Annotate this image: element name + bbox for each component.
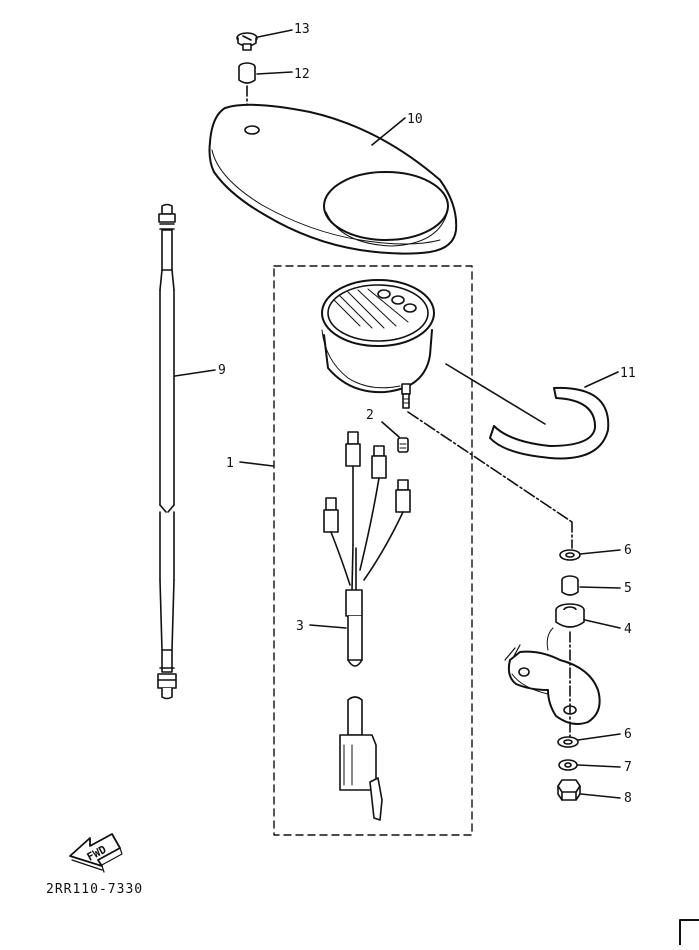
leader-6a xyxy=(579,549,621,555)
callout-10: 10 xyxy=(407,112,423,127)
callout-6-bottom: 6 xyxy=(624,727,632,742)
part-12-collar xyxy=(238,62,256,84)
callout-2: 2 xyxy=(366,408,374,423)
part-5-collar xyxy=(561,575,579,596)
fwd-arrow-icon: FWD xyxy=(69,833,123,873)
part-10-cover-plate xyxy=(208,103,458,255)
part-3-wire-harness xyxy=(323,431,411,821)
leader-11-dash xyxy=(445,363,546,425)
callout-5: 5 xyxy=(624,581,632,596)
callout-11: 11 xyxy=(620,366,636,381)
bracket xyxy=(504,627,601,725)
leader-6b xyxy=(577,733,621,741)
leader-9 xyxy=(174,369,216,377)
leader-1 xyxy=(239,461,274,467)
part-9-cable xyxy=(157,203,177,700)
leader-5 xyxy=(579,586,621,589)
leader-3 xyxy=(309,624,347,629)
callout-1: 1 xyxy=(226,456,234,471)
leader-4 xyxy=(584,619,621,629)
assembly-1-boundary xyxy=(273,265,473,836)
leader-7 xyxy=(577,764,621,768)
meter-assembly xyxy=(321,279,435,409)
centerline-stud xyxy=(407,411,573,523)
part-7-lock-washer xyxy=(558,759,578,771)
part-13-screw xyxy=(236,32,258,51)
callout-9: 9 xyxy=(218,363,226,378)
callout-7: 7 xyxy=(624,760,632,775)
part-4-damper xyxy=(555,603,585,628)
callout-labels: 13 12 10 9 11 2 1 6 5 3 4 6 7 8 2RR110-7… xyxy=(46,22,636,897)
leader-11 xyxy=(584,371,619,388)
part-8-nut xyxy=(557,779,581,801)
part-6-washer-top xyxy=(559,549,581,561)
leader-12 xyxy=(256,71,293,75)
part-11-ring xyxy=(489,386,610,460)
leader-13 xyxy=(257,29,293,38)
callout-3: 3 xyxy=(296,619,304,634)
part-6-washer-bottom xyxy=(557,736,579,748)
callout-12: 12 xyxy=(294,67,310,82)
callout-4: 4 xyxy=(624,622,632,637)
callout-6-top: 6 xyxy=(624,543,632,558)
leader-10 xyxy=(371,117,406,146)
leader-2 xyxy=(381,421,400,438)
callout-8: 8 xyxy=(624,791,632,806)
callout-13: 13 xyxy=(294,22,310,37)
part-2-bulb xyxy=(397,437,409,453)
corner-mark xyxy=(679,919,699,946)
leader-8 xyxy=(580,793,621,799)
diagram-code: 2RR110-7330 xyxy=(46,882,143,897)
